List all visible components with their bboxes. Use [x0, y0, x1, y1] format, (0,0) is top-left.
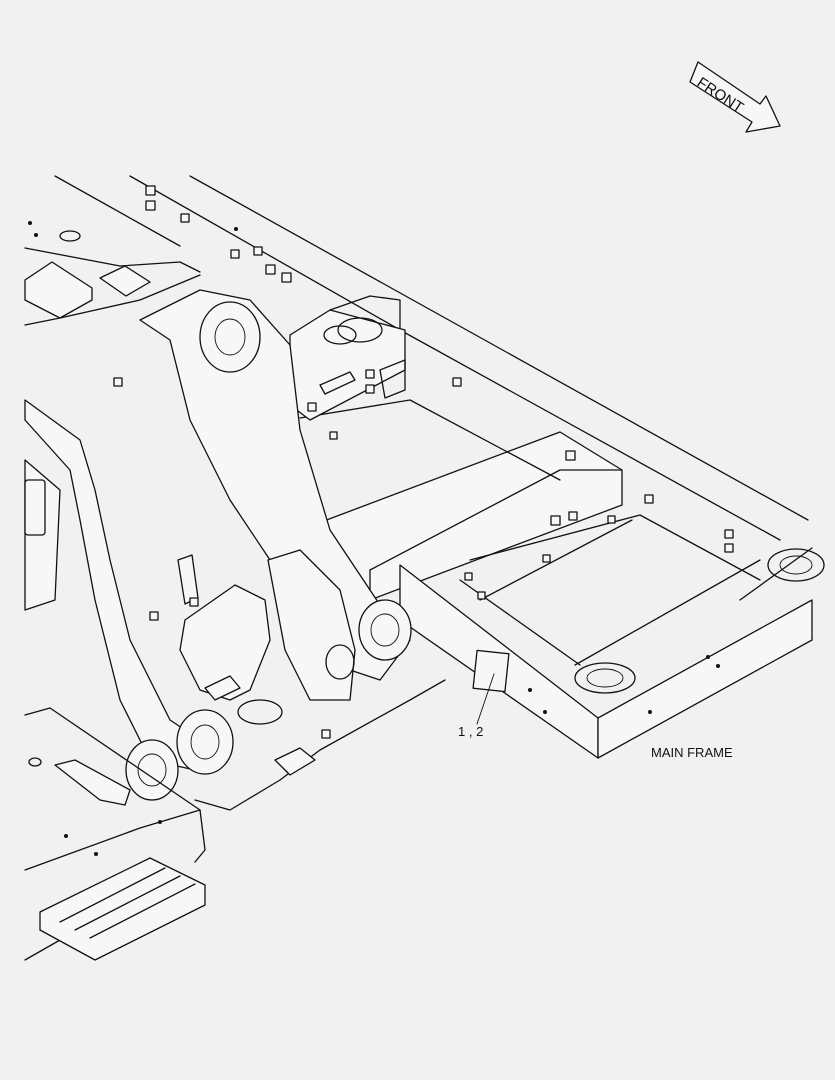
- item-callout-label: 1 , 2: [458, 724, 484, 739]
- main-frame-label: MAIN FRAME: [651, 745, 733, 760]
- side-box: [399, 514, 825, 759]
- boom-foot: [125, 549, 446, 811]
- callout-leader: [476, 673, 495, 725]
- walkway-step: [24, 707, 206, 961]
- bolt-heads: [28, 185, 734, 856]
- left-deck: [24, 230, 201, 326]
- front-arrow: FRONT: [689, 61, 781, 133]
